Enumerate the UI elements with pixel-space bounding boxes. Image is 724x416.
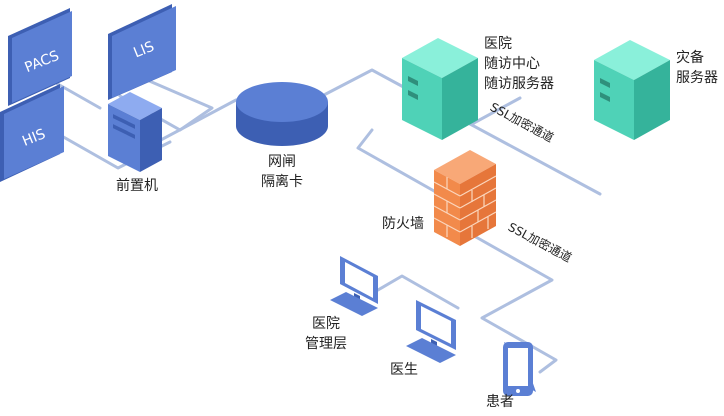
hospital-mgmt-label: 医院 管理层 [298, 314, 354, 354]
hospital-mgmt-line1: 医院 [312, 316, 340, 332]
tower-server-icon [108, 104, 140, 172]
server-side [634, 60, 670, 140]
backup-label-line2: 服务器 [676, 70, 718, 86]
hospital-mgmt-line2: 管理层 [305, 336, 347, 352]
followup-label-line2: 随访中心 [484, 56, 540, 72]
lis-label: LIS [131, 39, 156, 62]
server-top [594, 40, 670, 80]
firewall-side [460, 164, 496, 246]
gateway-disk-icon [236, 82, 328, 122]
monitor-panel-icon [4, 86, 64, 179]
followup-server-node [402, 38, 478, 140]
pacs-node: PACS [8, 8, 72, 106]
link-firewall-clients [458, 226, 558, 374]
monitor-screen [345, 262, 373, 298]
monitor-panel-icon [12, 11, 72, 103]
tower-bay [113, 114, 135, 129]
server-slot [600, 78, 610, 88]
server-slot [408, 76, 418, 86]
monitor-screen [421, 306, 451, 344]
front-machine-label: 前置机 [116, 178, 158, 194]
server-side [442, 58, 478, 140]
server-slot [408, 90, 418, 100]
monitor-base [330, 292, 378, 316]
tower-bay [113, 124, 135, 139]
gateway-label-line2: 隔离卡 [261, 174, 303, 190]
tower-side [140, 108, 162, 172]
phone-screen [508, 348, 528, 386]
firewall-mortar [433, 175, 497, 238]
server-slot [600, 92, 610, 102]
monitor-panel-icon [112, 6, 176, 98]
gateway-node [236, 82, 328, 146]
backup-server-node [594, 40, 670, 140]
doctor-label: 医生 [390, 362, 418, 378]
patient-label: 患者 [486, 394, 514, 410]
patient-node [503, 342, 536, 396]
front-machine-node [108, 92, 162, 172]
backup-server-label: 灾备 服务器 [676, 48, 718, 88]
server-top [402, 38, 478, 78]
gateway-label: 网闸 隔离卡 [256, 152, 308, 192]
tower-top [108, 92, 162, 120]
link-followup-firewall [356, 128, 452, 202]
his-node: HIS [0, 84, 64, 182]
firewall-top [434, 150, 496, 184]
link-followup-backup [468, 122, 602, 196]
followup-server-label: 医院 随访中心 随访服务器 [484, 34, 554, 94]
phone-button [516, 389, 520, 393]
gateway-label-line1: 网闸 [268, 154, 296, 170]
monitor-base [406, 338, 456, 363]
lis-node: LIS [108, 4, 176, 100]
link-mgmt [376, 274, 460, 310]
firewall-node [433, 150, 497, 246]
backup-label-line1: 灾备 [676, 50, 704, 66]
hospital-mgmt-node [330, 256, 378, 316]
doctor-node [406, 300, 456, 363]
followup-label-line3: 随访服务器 [484, 76, 554, 92]
firewall-label: 防火墙 [382, 216, 424, 232]
followup-label-line1: 医院 [484, 36, 512, 52]
